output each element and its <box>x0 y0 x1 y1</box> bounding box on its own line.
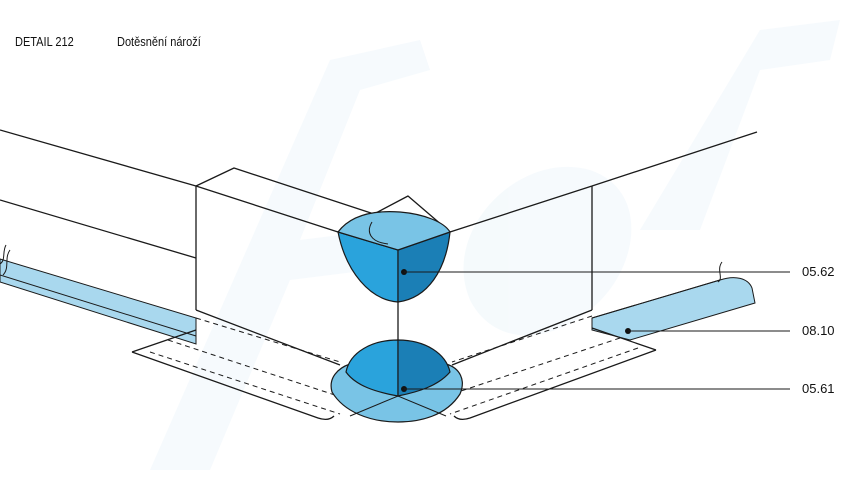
callout-05-61: 05.61 <box>401 381 835 396</box>
detail-title: Dotěsnění nároží <box>117 35 201 49</box>
tape-left <box>0 244 197 345</box>
callout-label-05-62: 05.62 <box>802 264 835 279</box>
callout-05-62: 05.62 <box>401 264 835 279</box>
edge-left-low <box>0 199 197 259</box>
detail-code: DETAIL 212 <box>15 35 74 49</box>
base-plate <box>131 315 657 420</box>
edge-right-top <box>591 131 758 187</box>
lower-sealing-cap <box>330 339 463 423</box>
callout-08-10: 08.10 <box>625 323 835 338</box>
watermark <box>150 20 840 470</box>
upper-sealing-cap <box>337 211 451 303</box>
corner-block <box>195 167 593 366</box>
callout-label-08-10: 08.10 <box>802 323 835 338</box>
callout-label-05-61: 05.61 <box>802 381 835 396</box>
edge-left-top <box>0 129 197 187</box>
tape-right <box>591 261 756 341</box>
